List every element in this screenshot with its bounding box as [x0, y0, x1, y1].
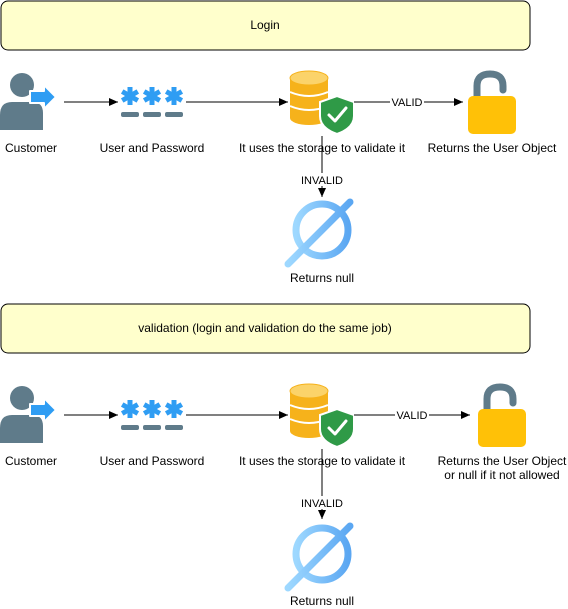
null-icon	[284, 522, 354, 592]
database-shield-icon	[289, 70, 355, 136]
null-label: Returns null	[290, 594, 354, 608]
unlocked-lock-icon	[478, 383, 526, 447]
unlocked-lock-icon	[468, 70, 516, 134]
null-label: Returns null	[290, 271, 354, 285]
password-icon	[120, 87, 184, 117]
credentials-label: User and Password	[100, 141, 205, 155]
customer-label: Customer	[5, 141, 57, 155]
result-label: Returns the User Object	[428, 141, 557, 155]
invalid-edge-label: INVALID	[301, 498, 343, 510]
validation-flow: validation (login and validation do the …	[0, 303, 567, 608]
null-icon	[284, 198, 354, 268]
customer-label: Customer	[5, 454, 57, 468]
result-label-line-2: or null if it not allowed	[444, 468, 559, 482]
password-icon	[120, 400, 184, 430]
valid-edge-label: VALID	[397, 410, 428, 422]
credentials-label: User and Password	[100, 454, 205, 468]
banner-validation-label: validation (login and validation do the …	[138, 321, 392, 335]
customer-icon	[0, 73, 57, 130]
invalid-edge-label: INVALID	[301, 175, 343, 187]
valid-edge-label: VALID	[392, 97, 423, 109]
banner-login	[0, 0, 531, 51]
database-shield-icon	[289, 383, 355, 449]
banner-login-label: Login	[250, 18, 279, 32]
login-flow: Login Customer	[0, 0, 557, 285]
result-label-line-1: Returns the User Object	[438, 454, 567, 468]
banner-validation	[0, 303, 531, 354]
customer-icon	[0, 386, 57, 443]
